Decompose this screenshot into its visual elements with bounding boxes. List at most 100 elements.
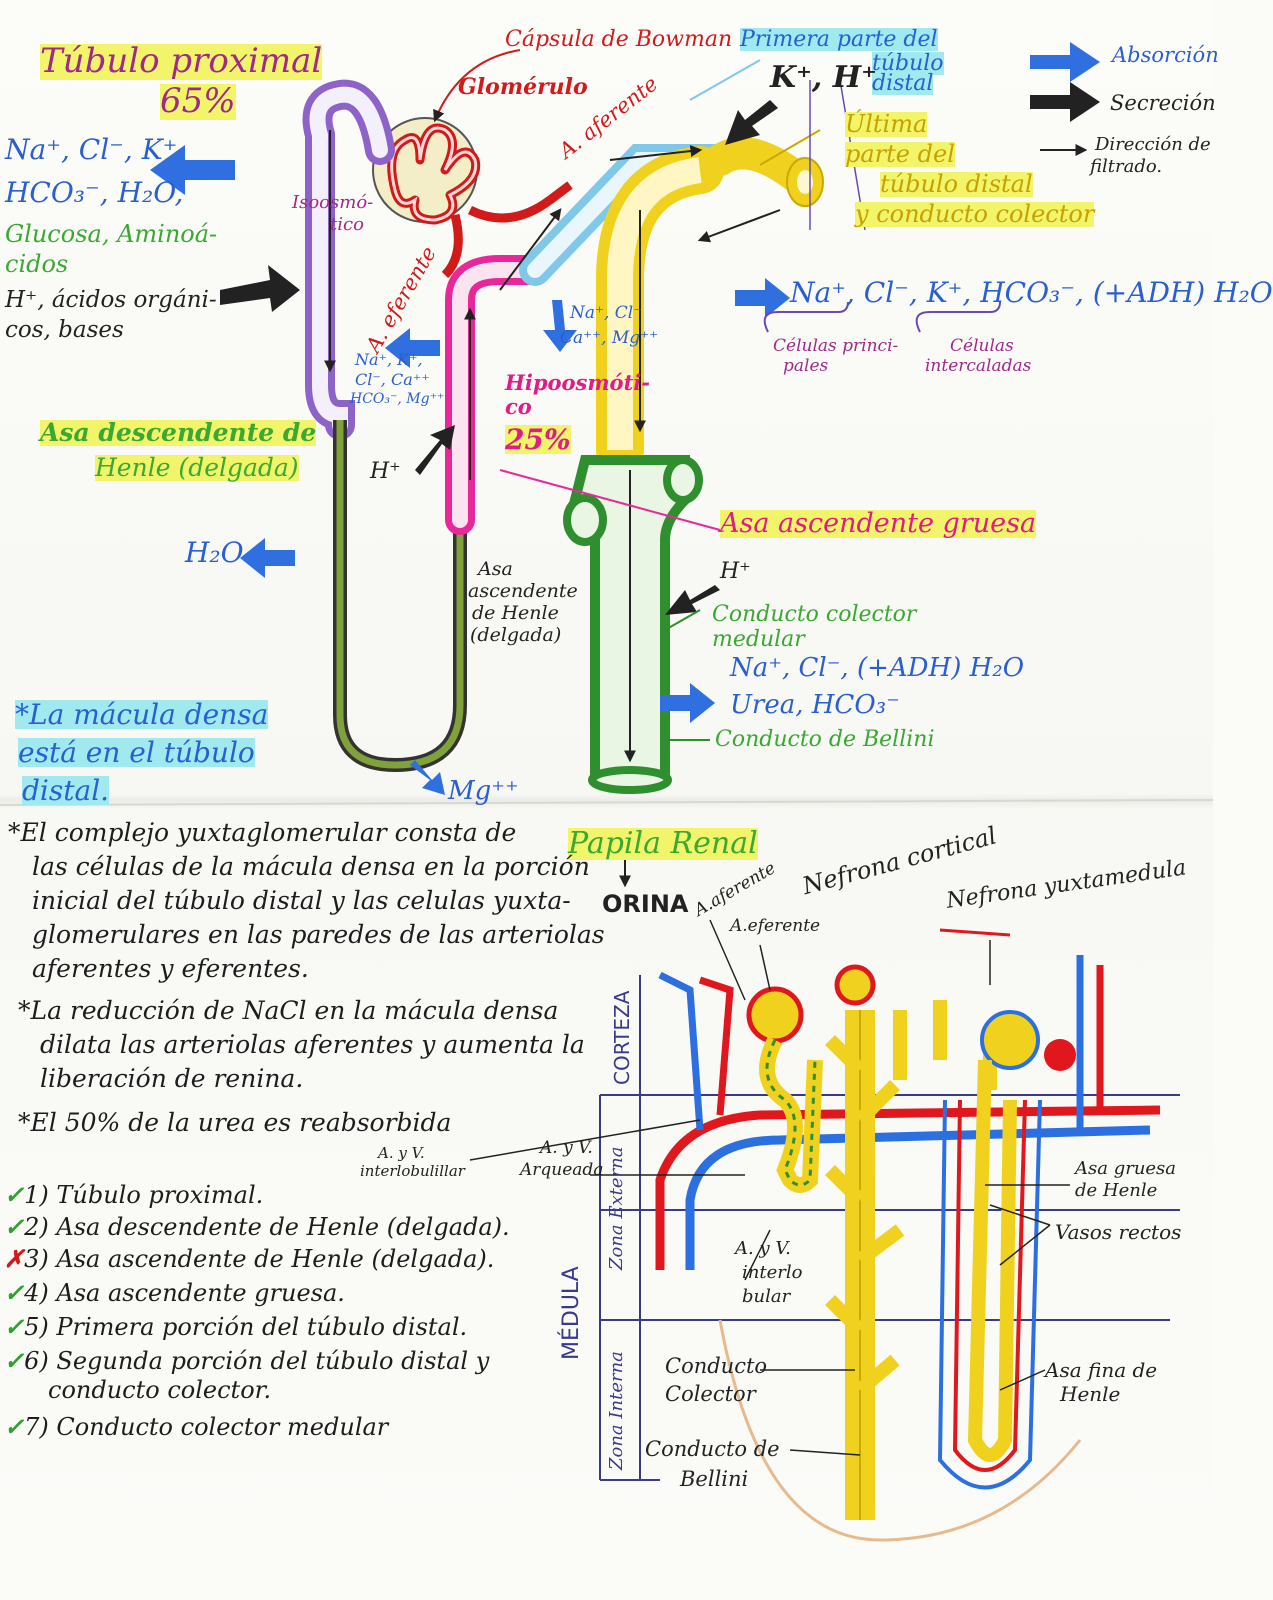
x-icon: ✗ <box>4 1244 25 1273</box>
checklist-text: 7) Conducto colector medular <box>24 1413 389 1441</box>
note-line: dilata las arteriolas aferentes y aument… <box>40 1030 585 1059</box>
legend-absorption-arrow <box>1030 42 1100 82</box>
glomerulus-label: Glomérulo <box>458 74 588 100</box>
bellini-label-1: Conducto de <box>645 1437 780 1461</box>
thick-ions-1: Na⁺, K⁺, <box>355 350 423 369</box>
collecting-duct-label-2: Colector <box>665 1382 756 1406</box>
checklist-text: 4) Asa ascendente gruesa. <box>24 1279 345 1307</box>
first-distal-label-3: distal <box>872 71 934 96</box>
thick-ions-2: Cl⁻, Ca⁺⁺ <box>355 370 430 389</box>
secretion-arrow-h-thick <box>415 425 455 475</box>
checklist-text: 3) Asa ascendente de Henle (delgada). <box>24 1245 495 1273</box>
macula-note-3: distal. <box>22 774 110 807</box>
thin-ascending-label-3: de Henle <box>472 602 559 624</box>
bellini-label-2: Bellini <box>680 1467 749 1491</box>
k-h-secreted: K⁺, H⁺ <box>770 60 877 95</box>
afferent-arteriole <box>467 181 573 223</box>
checklist-item: ✓1) Túbulo proximal. <box>4 1180 263 1209</box>
note-line: aferentes y eferentes. <box>32 954 309 983</box>
h-plus-thick: H⁺ <box>370 459 401 484</box>
principal-cells-1: Células princi- <box>773 336 899 356</box>
intercalated-cells-1: Células <box>950 336 1014 356</box>
proximal-secreted-1: H⁺, ácidos orgáni- <box>5 287 217 313</box>
thin-ascending-label-2: ascendente <box>468 580 578 602</box>
secretion-arrow-proximal <box>220 265 300 312</box>
note-line: inicial del túbulo distal y las celulas … <box>32 886 571 915</box>
urine-label: ORINA <box>602 890 689 918</box>
checklist-item: ✓5) Primera porción del túbulo distal. <box>4 1312 467 1341</box>
arcuate-label-1: A. y V. <box>540 1138 593 1158</box>
thin-ascending-label-4: (delgada) <box>470 624 562 646</box>
checklist-item: ✗3) Asa ascendente de Henle (delgada). <box>4 1244 494 1273</box>
h2o-descending-label: H₂O <box>185 536 244 569</box>
medullary-duct-label-2: medular <box>712 627 805 652</box>
note-line: *El complejo yuxtaglomerular consta de <box>8 818 517 847</box>
hypoosmotic-label-1: Hipoosmóti- <box>505 370 650 395</box>
proximal-absorbed-2: HCO₃⁻, H₂O, <box>5 176 184 209</box>
vasa-recta-label: Vasos rectos <box>1055 1220 1182 1244</box>
thick-ions-3: HCO₃⁻, Mg⁺⁺ <box>350 391 445 407</box>
bellini-duct-label: Conducto de Bellini <box>715 727 935 752</box>
proximal-absorbed-4: cidos <box>5 250 69 278</box>
absorption-arrow-mg <box>410 760 445 795</box>
medullary-duct-label-1: Conducto colector <box>712 602 917 627</box>
checklist-text: 2) Asa descendente de Henle (delgada). <box>24 1213 510 1241</box>
absorption-arrow-thick <box>385 328 440 368</box>
proximal-tubule-label: Túbulo proximal <box>40 41 323 81</box>
checklist-text: 6) Segunda porción del túbulo distal y <box>24 1347 490 1375</box>
checklist-text: conducto colector. <box>48 1376 272 1404</box>
thin-limb-label-1: Asa fina de <box>1045 1358 1158 1382</box>
note-line: glomerulares en las paredes de las arter… <box>32 920 605 949</box>
distal1-ions-2: Ca⁺⁺, Mg⁺⁺ <box>560 328 659 348</box>
legend-secretion-arrow <box>1030 82 1100 122</box>
note-line: las células de la mácula densa en la por… <box>32 852 590 881</box>
interlobular-label-1: A. y V. <box>735 1238 791 1259</box>
absorption-arrow-medular <box>660 683 715 723</box>
efferent-arteriole <box>441 213 463 279</box>
thin-descending-label-2: Henle (delgada) <box>95 453 299 482</box>
checklist-item: ✓4) Asa ascendente gruesa. <box>4 1278 345 1307</box>
checklist-item: ✓6) Segunda porción del túbulo distal y <box>4 1346 489 1375</box>
thick-ascending-label: Asa ascendente gruesa <box>720 508 1037 539</box>
medullary-ions-2: Urea, HCO₃⁻ <box>730 690 900 720</box>
last-distal-label-2: parte del <box>845 140 955 168</box>
isoosmotic-label-2: tico <box>330 214 364 235</box>
note-line: *La reducción de NaCl en la mácula densa <box>18 996 559 1025</box>
thin-descending-label-1: Asa descendente de <box>40 418 317 447</box>
absorption-arrow-h2o <box>240 538 295 578</box>
proximal-tubule-percent: 65% <box>160 81 236 121</box>
thin-limb-label-2: Henle <box>1060 1382 1121 1406</box>
note-line: *El 50% de la urea es reabsorbida <box>18 1108 452 1137</box>
check-icon: ✓ <box>4 1346 25 1375</box>
secretion-arrow-h-medular <box>665 585 720 615</box>
secretion-arrow-distal2 <box>737 113 761 132</box>
proximal-secreted-2: cos, bases <box>5 317 124 343</box>
medullary-ions-1: Na⁺, Cl⁻, (+ADH) H₂O <box>730 653 1025 683</box>
last-distal-label-4: y conducto colector <box>855 200 1095 228</box>
interlobulillar-label-2: interlobulillar <box>360 1162 465 1180</box>
legend-secretion-label: Secreción <box>1110 91 1216 115</box>
distal2-ions: Na⁺, Cl⁻, K⁺, HCO₃⁻, (+ADH) H₂O <box>790 276 1273 309</box>
bowman-capsule-label: Cápsula de Bowman <box>505 27 733 52</box>
last-distal-label-1: Última <box>845 110 928 138</box>
checklist-item: ✓7) Conducto colector medular <box>4 1412 388 1441</box>
checklist-text: 1) Túbulo proximal. <box>24 1181 264 1209</box>
distal1-ions-1: Na⁺, Cl⁻ <box>570 303 643 323</box>
check-icon: ✓ <box>4 1278 25 1307</box>
inner-zone-label: Zona Interna <box>606 1351 627 1470</box>
intercalated-cells-2: intercaladas <box>925 356 1032 376</box>
checklist-item: conducto colector. <box>48 1376 271 1404</box>
arcuate-artery <box>655 1105 1161 1270</box>
arcuate-label-2: Arqueada <box>520 1160 604 1180</box>
check-icon: ✓ <box>4 1212 25 1241</box>
mg-label: Mg⁺⁺ <box>448 776 519 806</box>
proximal-absorbed-3: Glucosa, Aminoá- <box>5 220 218 248</box>
legend-direction-label-1: Dirección de <box>1095 134 1211 155</box>
legend-direction-label-2: filtrado. <box>1090 156 1163 177</box>
proximal-absorbed-1: Na⁺, Cl⁻, K⁺ <box>5 133 178 166</box>
nephron-diagram <box>0 42 1214 1542</box>
hypoosmotic-label-2: co <box>505 394 532 419</box>
thick-limb-label-2: de Henle <box>1075 1180 1158 1201</box>
interlobular-label-2: interlo <box>742 1262 803 1283</box>
last-distal-label-3: túbulo distal <box>880 170 1033 198</box>
